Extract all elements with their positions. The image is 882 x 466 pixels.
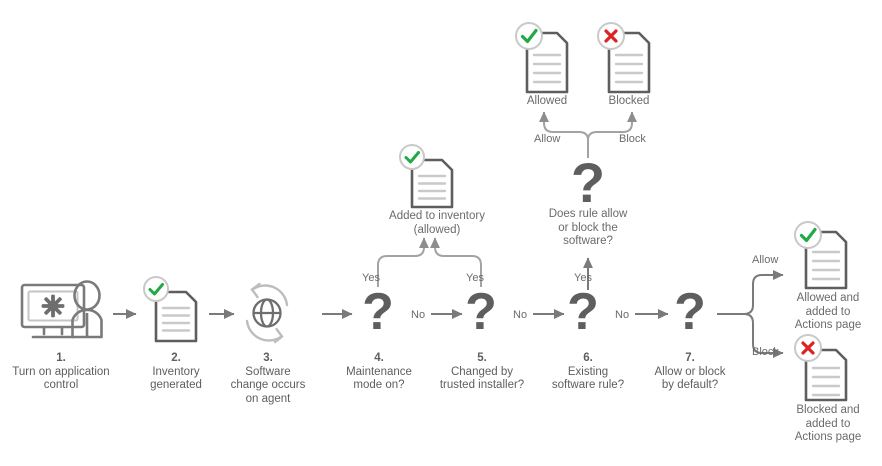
step-5-caption: 5. Changed by trusted installer? — [439, 352, 525, 393]
edge-label-allow-default: Allow — [752, 254, 779, 266]
step-4-label: Maintenance mode on? — [346, 365, 412, 392]
outcome-allowed-actions-caption: Allowed and added to Actions page — [778, 292, 878, 333]
connector-5-yes — [429, 237, 482, 287]
edge-label-no-1: No — [411, 309, 426, 321]
document-allowed-icon — [143, 276, 198, 343]
outcome-allowed-actions-line2: added to — [805, 305, 851, 318]
step-3-number: 3. — [263, 352, 273, 364]
step-7-caption: 7. Allow or block by default? — [650, 352, 730, 393]
connector-4-yes — [377, 237, 430, 287]
outcome-allowed-actions-line1: Allowed and — [796, 292, 860, 304]
check-badge-icon — [515, 22, 543, 50]
globe-refresh-icon — [245, 282, 289, 344]
outcome-inventory-line2: (allowed) — [413, 223, 461, 236]
question-mark-icon-4: ? — [362, 283, 394, 341]
edge-label-block-rule: Block — [619, 133, 646, 145]
step-3-label: Software change occurs on agent — [230, 365, 306, 405]
outcome-inventory-caption: Added to inventory (allowed) — [371, 210, 503, 237]
check-badge-icon — [399, 144, 425, 170]
connector-rule-block — [587, 111, 638, 141]
step-1-caption: 1. Turn on application control — [10, 352, 112, 393]
question-mark-icon-7: ? — [674, 283, 706, 341]
edge-label-yes-2: Yes — [466, 272, 484, 284]
edge-label-no-3: No — [615, 309, 630, 321]
rule-question-line3: software? — [563, 235, 613, 247]
outcome-blocked-actions-line3: Actions page — [794, 431, 862, 443]
step-6-label: Existing software rule? — [551, 365, 625, 392]
step-5-number: 5. — [477, 352, 487, 364]
connector-rule-allow — [538, 111, 589, 141]
outcome-blocked-actions-line1: Blocked and — [796, 404, 860, 416]
outcome-allowed-actions-line3: Actions page — [794, 319, 862, 331]
step-1-number: 1. — [56, 352, 66, 364]
check-badge-icon — [143, 276, 169, 302]
monitor-user-icon — [20, 280, 103, 339]
document-allowed-top-icon — [515, 22, 569, 94]
step-3-caption: 3. Software change occurs on agent — [228, 352, 308, 406]
document-inventory-icon — [399, 144, 454, 209]
step-7-number: 7. — [685, 352, 695, 364]
edge-label-yes-3: Yes — [574, 272, 592, 284]
outcome-blocked-actions-line2: added to — [805, 417, 851, 430]
outcome-blocked-label: Blocked — [608, 95, 650, 107]
check-badge-icon — [794, 221, 822, 249]
document-blocked-top-icon — [597, 22, 651, 94]
connector-default-block — [743, 313, 784, 359]
outcome-inventory-line1: Added to inventory — [389, 210, 485, 222]
question-mark-icon-6: ? — [567, 283, 599, 341]
step-5-label: Changed by trusted installer? — [439, 365, 525, 392]
rule-question-caption: Does rule allow or block the software? — [541, 208, 635, 249]
outcome-allowed-label: Allowed — [526, 95, 568, 107]
step-6-caption: 6. Existing software rule? — [548, 352, 628, 393]
connector-default-allow — [743, 269, 784, 315]
step-1-label: Turn on application control — [12, 365, 110, 392]
step-2-label: Inventory generated — [150, 365, 202, 392]
edge-label-block-default: Block — [752, 346, 779, 358]
step-2-caption: 2. Inventory generated — [126, 352, 226, 393]
step-6-number: 6. — [583, 352, 593, 364]
rule-question-line1: Does rule allow — [548, 208, 628, 220]
step-4-caption: 4. Maintenance mode on? — [332, 352, 426, 393]
question-mark-icon-rule: ? — [570, 151, 606, 214]
outcome-allowed-caption: Allowed — [512, 95, 582, 109]
rule-question-line2: or block the — [558, 221, 618, 234]
document-allowed-actions-icon — [794, 221, 848, 290]
outcome-blocked-actions-caption: Blocked and added to Actions page — [778, 404, 878, 445]
edge-label-no-2: No — [513, 309, 528, 321]
step-2-number: 2. — [171, 352, 181, 364]
edge-label-yes-1: Yes — [362, 272, 380, 284]
step-4-number: 4. — [374, 352, 384, 364]
question-mark-icon-5: ? — [465, 283, 497, 341]
document-blocked-actions-icon — [794, 334, 848, 402]
outcome-blocked-caption: Blocked — [594, 95, 664, 109]
edge-label-allow-rule: Allow — [534, 133, 561, 145]
step-7-label: Allow or block by default? — [654, 365, 726, 392]
